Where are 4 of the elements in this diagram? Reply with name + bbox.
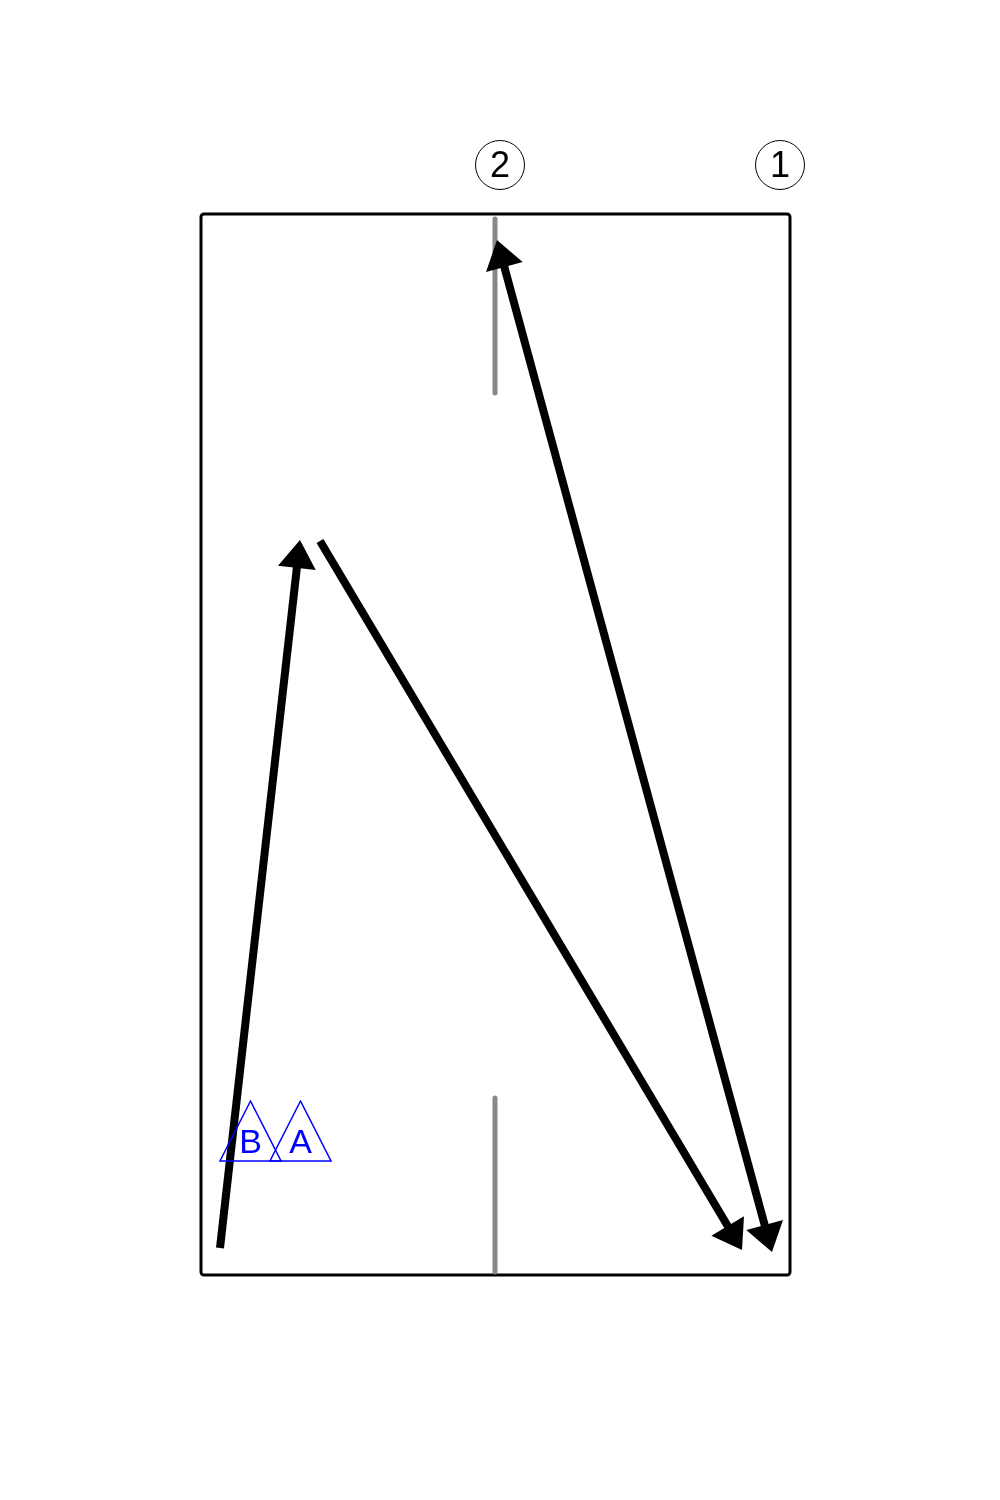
position-number: 1 <box>770 147 790 183</box>
player-letter: B <box>239 1124 262 1158</box>
player-letter: A <box>289 1124 312 1158</box>
position-number: 2 <box>490 147 510 183</box>
